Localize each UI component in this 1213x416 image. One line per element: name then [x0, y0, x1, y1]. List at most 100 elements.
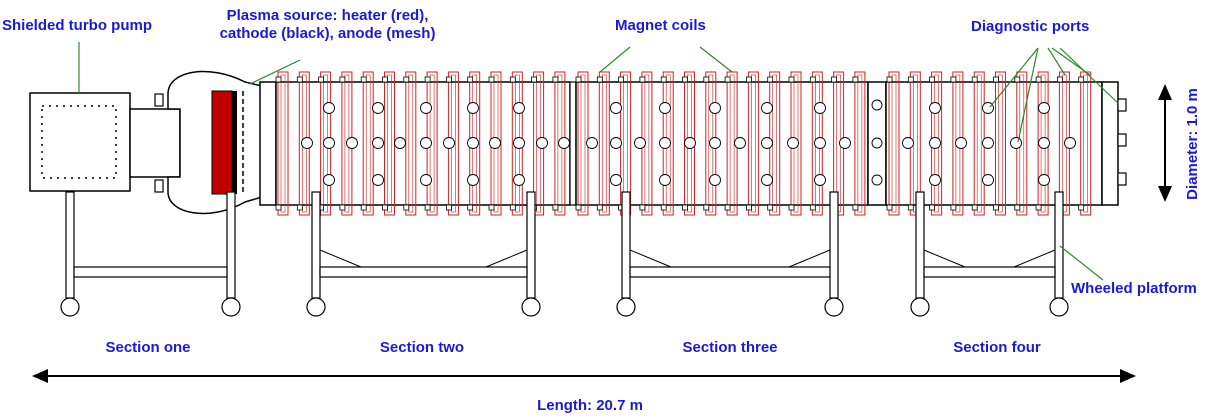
coil-clamp — [488, 76, 495, 83]
diagnostic-port — [610, 174, 622, 186]
diagnostic-port — [443, 137, 455, 149]
diagnostic-port-grid — [301, 99, 1076, 186]
diagnostic-port — [761, 137, 773, 149]
magnet-coil-inner — [891, 74, 897, 213]
coil-clamp — [767, 204, 774, 211]
plasma-source-line2: cathode (black), anode (mesh) — [219, 25, 436, 42]
magnet-coil-inner — [1083, 74, 1088, 213]
diagnostic-port — [709, 174, 721, 186]
coil-clamp — [971, 204, 978, 211]
diagnostic-port — [489, 137, 501, 149]
coil-clamp — [1014, 204, 1021, 211]
magnet-coil-inner — [976, 74, 982, 213]
diagnostic-port — [814, 102, 826, 114]
diagnostic-port — [610, 102, 622, 114]
coil-clamp — [575, 204, 582, 211]
magnet-coils-label: Magnet coils — [615, 17, 706, 34]
coil-clamp — [552, 76, 559, 83]
coil-clamp — [339, 76, 346, 83]
coil-clamp — [746, 204, 752, 211]
coil-clamp — [788, 204, 795, 211]
coil-clamp — [767, 76, 774, 83]
wheeled-platform-label: Wheeled platform — [1071, 280, 1197, 297]
coil-clamp — [1035, 76, 1042, 83]
turbo-pump — [29, 92, 131, 192]
coil-clamp — [1078, 76, 1085, 83]
coil-clamp — [1035, 204, 1042, 211]
coil-clamp — [831, 76, 837, 83]
diagnostic-port — [761, 102, 773, 114]
magnet-coils — [275, 71, 1092, 216]
coil-clamp — [531, 76, 537, 83]
platform-leg — [526, 191, 536, 299]
diagnostic-port — [467, 174, 479, 186]
platform-leg — [829, 191, 839, 299]
platform-wheel — [521, 297, 541, 317]
coil-clamp — [403, 204, 410, 211]
coil-clamp — [724, 76, 731, 83]
diagnostic-port — [709, 137, 721, 149]
magnet-coil-inner — [408, 74, 414, 213]
diagnostic-port — [610, 137, 622, 149]
diagnostic-port — [871, 174, 883, 186]
platform-wheel — [824, 297, 844, 317]
coil-clamp — [382, 204, 388, 211]
diagnostic-port — [982, 137, 994, 149]
diameter-label: Diameter: 1.0 m — [1184, 88, 1201, 200]
platform-wheel — [910, 297, 930, 317]
diagnostic-port — [1010, 137, 1022, 149]
platform-wheel — [306, 297, 326, 317]
diagnostic-port — [871, 137, 883, 149]
coil-clamp — [809, 204, 816, 211]
coil-clamp — [788, 76, 795, 83]
coil-clamp — [488, 204, 495, 211]
plasma-source-label: Plasma source: heater (red), cathode (bl… — [205, 7, 450, 43]
platform-leg — [915, 191, 925, 299]
coil-clamp — [509, 204, 516, 211]
coil-clamp — [682, 204, 688, 211]
length-label: Length: 20.7 m — [537, 397, 643, 414]
diagnostic-port — [659, 137, 671, 149]
coil-clamp — [445, 204, 452, 211]
diagnostic-port — [346, 137, 358, 149]
coil-clamp — [852, 76, 859, 83]
coil-clamp — [424, 76, 431, 83]
coil-clamp — [382, 76, 388, 83]
turbo-pump-label: Shielded turbo pump — [2, 17, 152, 34]
section-one-label: Section one — [105, 339, 191, 356]
wheeled-platforms — [60, 191, 1069, 317]
diagnostic-port — [536, 137, 548, 149]
diagnostic-port — [955, 137, 967, 149]
diagnostic-port — [787, 137, 799, 149]
platform-brace — [923, 249, 966, 268]
magnet-coil-inner — [365, 74, 371, 213]
diagnostic-port — [1064, 137, 1076, 149]
coil-clamp — [318, 76, 325, 83]
magnet-coil — [747, 71, 759, 216]
platform-leg — [311, 191, 321, 299]
coil-clamp — [596, 76, 603, 83]
coil-clamp — [971, 76, 978, 83]
coil-clamp — [509, 76, 516, 83]
diagnostic-port — [1038, 174, 1050, 186]
coil-clamp — [660, 204, 667, 211]
coil-clamp — [746, 76, 752, 83]
diagnostic-port — [1038, 137, 1050, 149]
coil-clamp — [886, 204, 893, 211]
diagnostic-port — [513, 137, 525, 149]
diagnostic-port — [684, 137, 696, 149]
length-arrow — [32, 369, 1136, 383]
coil-clamp — [950, 76, 957, 83]
magnet-coil-inner — [601, 74, 607, 213]
diagnostic-port — [734, 137, 746, 149]
platform-leg — [226, 191, 236, 299]
magnet-coil-inner — [387, 74, 392, 213]
pump-connector — [129, 108, 181, 178]
diagnostic-port — [513, 102, 525, 114]
coil-clamp — [950, 204, 957, 211]
magnet-coil-inner — [751, 74, 756, 213]
platform-brace — [319, 249, 362, 268]
platform-brace — [485, 249, 528, 268]
coil-clamp — [929, 76, 935, 83]
